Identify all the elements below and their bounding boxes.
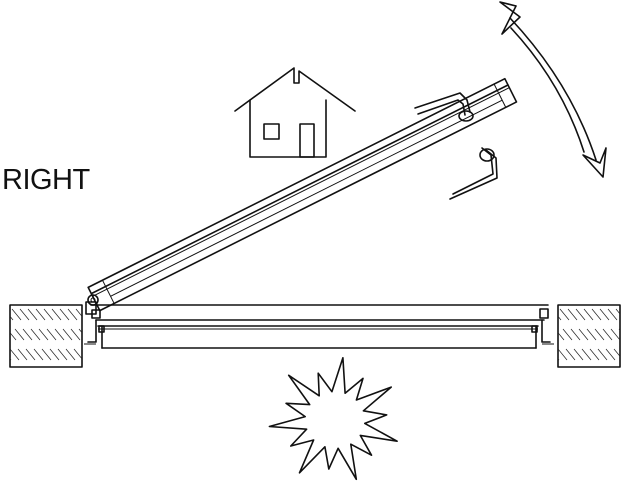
hinge-icon — [85, 294, 99, 315]
swing-arrow-icon — [499, 1, 607, 178]
window-sash — [87, 77, 518, 312]
right-wall — [557, 304, 621, 368]
house-icon — [234, 67, 356, 158]
window-frame — [84, 304, 554, 349]
left-wall — [9, 304, 83, 368]
sun-icon — [268, 356, 398, 481]
handle-icon — [414, 92, 498, 200]
side-label: RIGHT — [2, 164, 90, 196]
